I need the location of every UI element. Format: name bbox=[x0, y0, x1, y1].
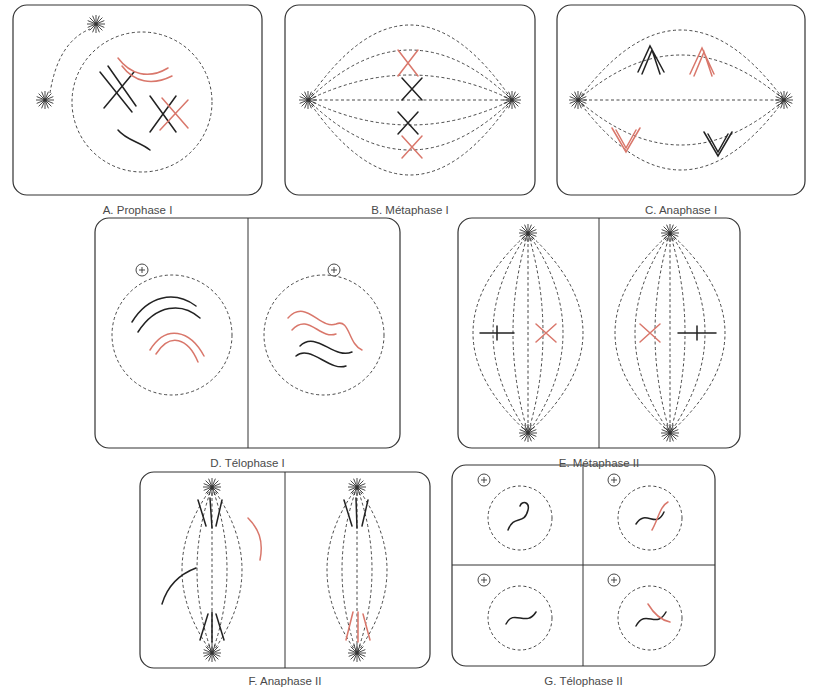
anaphase-one-cell bbox=[557, 5, 805, 195]
telophase-two-cells bbox=[508, 503, 528, 530]
metaphase-two-cells bbox=[480, 326, 514, 340]
anaphase-one-cell bbox=[612, 128, 640, 152]
prophase-one-cell bbox=[87, 15, 105, 33]
metaphase-two-cells bbox=[640, 324, 660, 342]
telophase-one-cells bbox=[248, 218, 249, 448]
prophase-one-cell bbox=[13, 5, 262, 195]
stage-panel: F. Anaphase II bbox=[140, 472, 430, 694]
telophase-one-cells bbox=[328, 264, 340, 276]
telophase-one-cells bbox=[288, 311, 362, 350]
metaphase-one-cell bbox=[285, 5, 535, 195]
prophase-one-cell bbox=[36, 91, 54, 109]
anaphase-two-cells bbox=[200, 612, 224, 642]
anaphase-one-cell bbox=[638, 46, 664, 74]
metaphase-one-cell bbox=[285, 5, 535, 195]
telophase-two-cells bbox=[488, 486, 552, 550]
stage-panel: D. Télophase I bbox=[95, 218, 400, 476]
telophase-one-cells bbox=[95, 218, 400, 448]
anaphase-two-cells bbox=[162, 568, 196, 604]
anaphase-two-cells bbox=[140, 472, 430, 668]
telophase-one-cells bbox=[138, 308, 200, 332]
metaphase-one-cell bbox=[398, 50, 418, 76]
stage-panel: E. Métaphase II bbox=[458, 218, 740, 476]
stage-caption: C. Anaphase I bbox=[643, 203, 719, 223]
telophase-two-cells bbox=[608, 474, 620, 486]
telophase-one-cells bbox=[150, 333, 204, 356]
anaphase-two-cells bbox=[285, 472, 286, 668]
stage-caption: D. Télophase I bbox=[208, 456, 287, 476]
telophase-two-cells bbox=[618, 486, 682, 550]
metaphase-one-cell bbox=[398, 112, 418, 134]
telophase-one-cells bbox=[264, 275, 384, 395]
telophase-two-cells bbox=[452, 465, 715, 666]
stage-panel: B. Métaphase I bbox=[285, 5, 535, 223]
prophase-one-cell bbox=[100, 66, 136, 112]
telophase-two-cells bbox=[608, 574, 620, 586]
metaphase-two-cells bbox=[678, 326, 716, 340]
stage-panel: C. Anaphase I bbox=[557, 5, 805, 223]
telophase-one-cells bbox=[136, 264, 148, 276]
prophase-one-cell bbox=[13, 5, 262, 195]
anaphase-one-cell bbox=[704, 132, 732, 156]
metaphase-two-cells bbox=[458, 218, 740, 448]
prophase-one-cell bbox=[160, 98, 188, 130]
anaphase-one-cell bbox=[578, 30, 784, 170]
anaphase-two-cells bbox=[344, 498, 368, 528]
prophase-one-cell bbox=[50, 29, 90, 93]
stage-caption: B. Métaphase I bbox=[369, 203, 450, 223]
telophase-one-cells bbox=[95, 218, 400, 448]
telophase-one-cells bbox=[112, 275, 232, 395]
prophase-one-cell bbox=[118, 58, 168, 74]
telophase-one-cells bbox=[296, 353, 346, 367]
anaphase-one-cell bbox=[557, 5, 805, 195]
metaphase-two-cells bbox=[599, 218, 600, 448]
metaphase-two-cells bbox=[458, 218, 740, 448]
telophase-two-cells bbox=[478, 474, 490, 486]
telophase-two-cells bbox=[506, 612, 536, 624]
metaphase-two-cells bbox=[615, 233, 725, 433]
anaphase-two-cells bbox=[346, 612, 370, 642]
telophase-two-cells bbox=[478, 574, 490, 586]
anaphase-two-cells bbox=[140, 472, 430, 668]
anaphase-one-cell bbox=[690, 48, 714, 76]
prophase-one-cell bbox=[118, 130, 150, 150]
prophase-one-cell bbox=[104, 72, 134, 108]
metaphase-one-cell bbox=[308, 25, 512, 175]
prophase-one-cell bbox=[122, 66, 172, 81]
metaphase-two-cells bbox=[536, 324, 556, 342]
metaphase-one-cell bbox=[402, 136, 422, 158]
stage-caption: A. Prophase I bbox=[101, 203, 175, 223]
prophase-one-cell bbox=[72, 32, 212, 172]
stage-caption: E. Métaphase II bbox=[557, 456, 642, 476]
telophase-one-cells bbox=[300, 341, 352, 353]
telophase-two-cells bbox=[652, 502, 668, 530]
anaphase-two-cells bbox=[327, 487, 387, 653]
telophase-two-cells bbox=[452, 565, 715, 566]
anaphase-two-cells bbox=[248, 518, 261, 560]
telophase-one-cells bbox=[156, 340, 198, 362]
telophase-two-cells bbox=[452, 465, 715, 666]
stage-caption: F. Anaphase II bbox=[247, 674, 324, 694]
telophase-two-cells bbox=[648, 604, 670, 622]
telophase-two-cells bbox=[618, 586, 682, 650]
stage-panel: A. Prophase I bbox=[13, 5, 262, 223]
metaphase-one-cell bbox=[402, 78, 422, 100]
metaphase-two-cells bbox=[473, 233, 583, 433]
telophase-one-cells bbox=[292, 324, 336, 335]
anaphase-two-cells bbox=[198, 498, 222, 528]
telophase-two-cells bbox=[488, 586, 552, 650]
stage-panel: G. Télophase II bbox=[452, 465, 715, 694]
stage-caption: G. Télophase II bbox=[542, 674, 624, 694]
